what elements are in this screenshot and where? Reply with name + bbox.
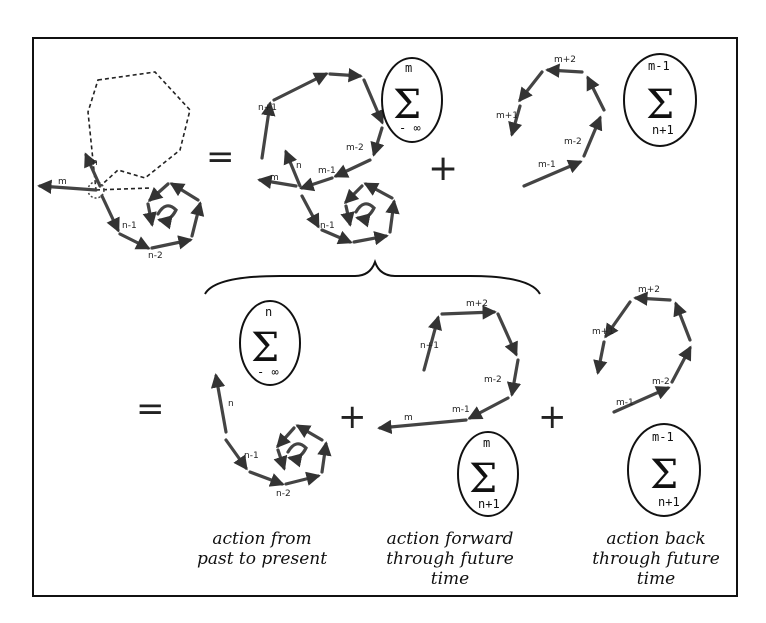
sum-upper-limit: m <box>483 436 490 450</box>
sum-m-from-minus-infinity: m Σ - ∞ <box>381 57 443 143</box>
label-m-minus-1: m-1 <box>538 160 556 170</box>
sum-upper-limit: m-1 <box>652 430 674 444</box>
label-n: n <box>92 158 98 168</box>
sum-m-minus-1-from-n-plus-1: m-1 Σ n+1 <box>623 53 697 147</box>
sum-upper-limit: n <box>265 305 272 319</box>
caption-line: time <box>431 569 469 589</box>
sum-lower-limit: n+1 <box>478 497 500 511</box>
sum-upper-limit: m <box>405 61 412 75</box>
label-n-minus-1: n-1 <box>244 451 259 461</box>
label-m-minus-1: m-1 <box>318 166 336 176</box>
caption-line: time <box>637 569 675 589</box>
label-m-plus-2: m+2 <box>554 55 576 65</box>
full-path-loop: m n n-1 n-2 <box>37 71 205 261</box>
path-n-plus-1-to-m-minus-1: m-1 m-2 m+2 m+1 <box>496 55 606 188</box>
label-m-plus-2: m+2 <box>638 285 660 295</box>
sum-lower-limit: - ∞ <box>257 365 279 379</box>
diagram-frame <box>32 37 738 597</box>
label-n-plus-1: n+1 <box>420 341 439 351</box>
label-n-minus-1: n-1 <box>320 221 335 231</box>
sum-symbol: Σ <box>469 456 497 502</box>
label-n-plus-1: n+1 <box>258 103 277 113</box>
caption-line: action from <box>212 529 311 549</box>
plus-sign-3: + <box>538 397 567 437</box>
sum-lower-limit: n+1 <box>658 495 680 509</box>
label-m-minus-2: m-2 <box>652 377 670 387</box>
label-n-minus-2: n-2 <box>276 489 291 499</box>
label-n-minus-1: n-1 <box>122 221 137 231</box>
caption-line: past to present <box>197 549 327 569</box>
caption-line: action back <box>606 529 705 549</box>
label-m: m <box>404 413 413 423</box>
sum-symbol: Σ <box>646 82 674 128</box>
equals-sign-2: = <box>136 389 165 429</box>
label-m-minus-2: m-2 <box>564 137 582 147</box>
label-n: n <box>296 161 302 171</box>
label-m-minus-1: m-1 <box>616 398 634 408</box>
caption-line: through future <box>592 549 720 569</box>
equals-sign-1: = <box>206 137 235 177</box>
label-m: m <box>58 177 67 187</box>
sum-upper-limit: m-1 <box>648 59 670 73</box>
plus-sign-2: + <box>338 397 367 437</box>
caption-past-to-present: action from past to present <box>197 529 327 569</box>
sum-symbol: Σ <box>393 82 421 128</box>
caption-forward-through-future: action forward through future time <box>386 529 514 589</box>
sum-n-from-minus-infinity: n Σ - ∞ <box>239 300 301 386</box>
path-back-through-future: m-1 m-2 m+2 m+1 <box>592 285 692 414</box>
label-m-plus-2: m+2 <box>466 299 488 309</box>
sum-lower-limit: - ∞ <box>399 121 421 135</box>
path-past-to-present: n n-1 n-2 <box>210 373 332 499</box>
sum-m-minus-1-from-n-plus-1-back: m-1 Σ n+1 <box>627 423 701 517</box>
label-m-minus-1: m-1 <box>452 405 470 415</box>
label-m-plus-1: m+1 <box>496 111 518 121</box>
sum-symbol: Σ <box>251 325 279 371</box>
grouping-brace <box>204 259 541 295</box>
label-n: n <box>228 399 234 409</box>
caption-back-through-future: action back through future time <box>592 529 720 589</box>
caption-line: through future <box>386 549 514 569</box>
caption-line: action forward <box>387 529 514 549</box>
path-past-to-m: m n n+1 m-2 m-1 n-1 <box>257 68 400 246</box>
label-m-minus-2: m-2 <box>346 143 364 153</box>
label-m-minus-2: m-2 <box>484 375 502 385</box>
plus-sign-1: + <box>428 148 458 189</box>
label-n-minus-2: n-2 <box>148 251 163 261</box>
sum-m-from-n-plus-1: m Σ n+1 <box>457 431 519 517</box>
path-forward-through-future: n+1 m+2 m-2 m-1 m <box>377 299 522 435</box>
label-m: m <box>270 173 279 183</box>
sum-symbol: Σ <box>650 452 678 498</box>
label-m-plus-1: m+1 <box>592 327 614 337</box>
sum-lower-limit: n+1 <box>652 123 674 137</box>
